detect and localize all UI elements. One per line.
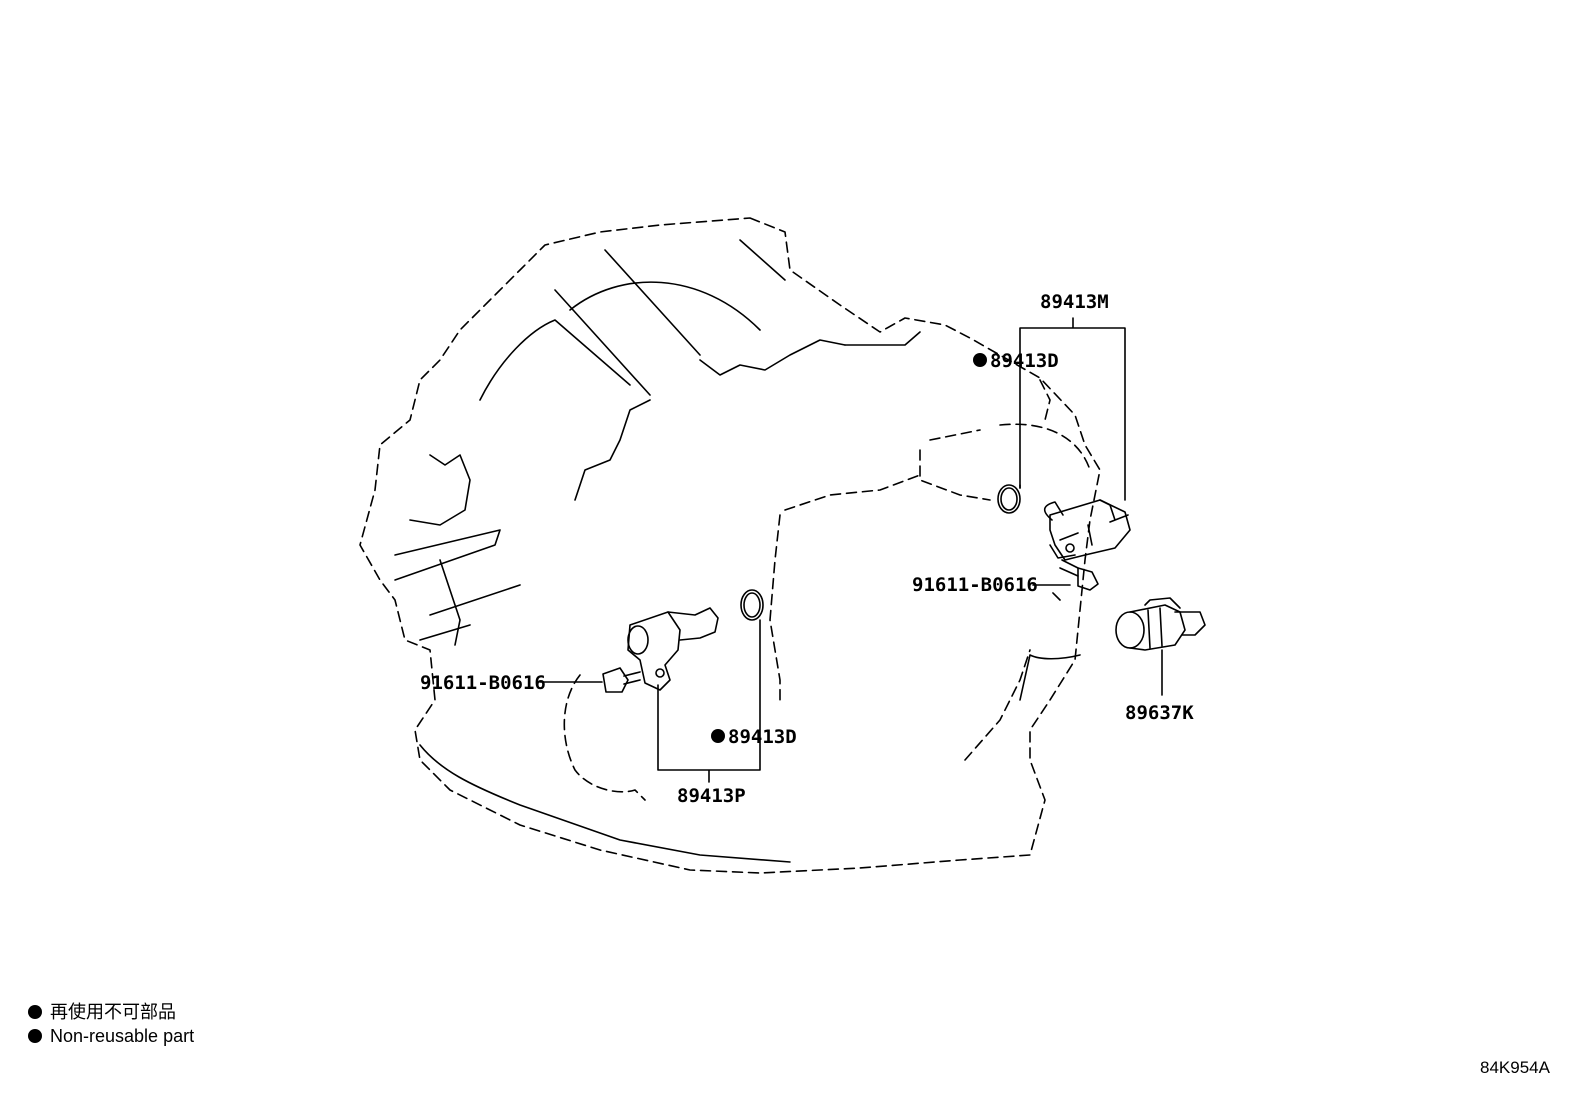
housing-rib [699, 339, 846, 376]
housing-inner-contour [919, 423, 1091, 501]
housing-rib [419, 584, 521, 641]
bullet-dot-icon [28, 1005, 42, 1019]
housing-rib [739, 239, 786, 281]
housing-rib [1019, 654, 1081, 701]
housing-inner-contour [563, 674, 646, 801]
label-89413p: 89413P [677, 785, 746, 807]
legend-row-jp: 再使用不可部品 [28, 1000, 194, 1024]
label-89413m: 89413M [1040, 291, 1109, 313]
speed-sensor-89637k[interactable] [1115, 597, 1206, 651]
o-ring-upper-inner [1000, 487, 1018, 511]
housing-rib [604, 249, 701, 356]
leader-89413m [1019, 317, 1126, 501]
housing-rib [479, 319, 631, 401]
bolt-upper[interactable] [1059, 559, 1099, 591]
legend-text-en: Non-reusable part [50, 1026, 195, 1046]
housing-rib [844, 331, 921, 346]
bolt-lower[interactable] [602, 667, 641, 693]
leader-89413p [657, 619, 761, 783]
speed-sensor-89413m[interactable] [1043, 499, 1131, 561]
housing-rib [419, 744, 791, 863]
diagram-code: 84K954A [1480, 1058, 1550, 1077]
non-reusable-dot [711, 729, 725, 743]
o-ring-lower-inner [743, 592, 761, 618]
speed-sensor-89413p[interactable] [627, 607, 719, 691]
non-reusable-dot [973, 353, 987, 367]
legend: 再使用不可部品 Non-reusable part [28, 1000, 194, 1048]
legend-row-en: Non-reusable part [28, 1024, 194, 1048]
o-ring-upper[interactable] [997, 484, 1021, 514]
housing-inner-contour [769, 474, 921, 701]
o-ring-lower[interactable] [740, 589, 764, 621]
bullet-dot-icon [28, 1029, 42, 1043]
housing-rib [574, 399, 651, 501]
housing-rib [394, 529, 501, 581]
housing-rib [554, 289, 651, 396]
label-91611-b0616-right: 91611-B0616 [912, 574, 1038, 596]
housing-rib [569, 281, 761, 331]
label-89413d-top: 89413D [990, 350, 1059, 372]
legend-text-jp: 再使用不可部品 [50, 1002, 176, 1022]
label-89413d-bottom: 89413D [728, 726, 797, 748]
housing-rib [439, 559, 461, 646]
label-91611-b0616-left: 91611-B0616 [420, 672, 546, 694]
housing-inner-contour [1039, 379, 1061, 601]
housing-rib [409, 454, 471, 526]
label-89637k: 89637K [1125, 702, 1194, 724]
housing-inner-contour [964, 649, 1031, 761]
transmission-housing-outline [359, 217, 1101, 874]
